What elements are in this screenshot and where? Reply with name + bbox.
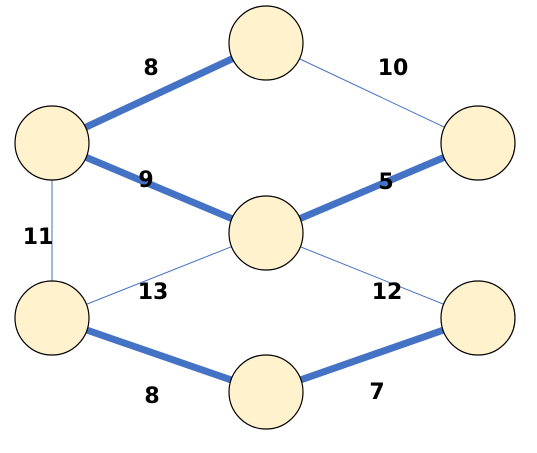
edge-upper-left-center [50,139,268,237]
nodes-layer [14,5,516,430]
node-upper-left [14,105,90,181]
node-center [228,195,304,271]
edge-lower-left-center [51,232,267,319]
edge-upper-left-top [50,39,268,147]
edge-weight-label: 12 [372,280,403,305]
weight-labels-layer: 8 10 9 5 11 13 12 8 7 [23,56,409,409]
node-lower-left [14,280,90,356]
edge-center-lower-right [265,232,479,319]
node-lower-right [440,280,516,356]
edge-top-upper-right [265,42,479,144]
edge-weight-label: 10 [378,56,409,81]
edge-weight-label: 9 [138,168,153,193]
node-upper-right [440,105,516,181]
edge-weight-label: 5 [378,170,393,195]
edge-weight-label: 8 [144,384,159,409]
edge-lower-left-bottom [50,314,268,396]
edge-weight-label: 11 [23,225,54,250]
edge-weight-label: 13 [138,280,169,305]
node-bottom [228,354,304,430]
edge-weight-label: 7 [369,380,384,405]
edge-weight-label: 8 [143,56,158,81]
edge-center-upper-right [264,139,480,237]
node-top [228,5,304,81]
